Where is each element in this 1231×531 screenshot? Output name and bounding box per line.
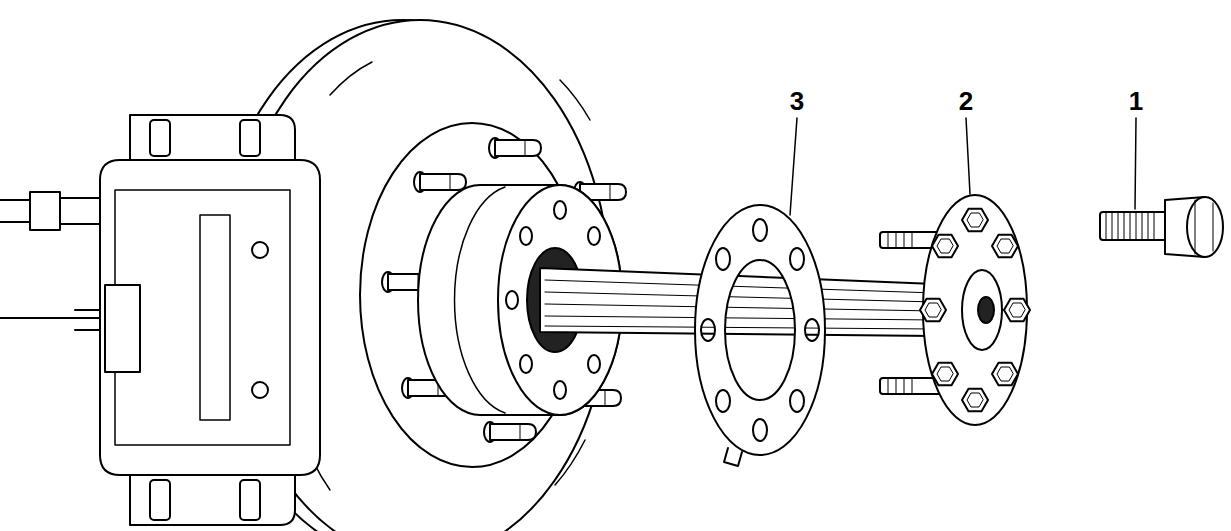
callout-number: 1 bbox=[1127, 88, 1145, 114]
wheel-hub bbox=[588, 355, 600, 373]
wheel-stud bbox=[484, 422, 536, 442]
wheel-stud bbox=[489, 138, 541, 158]
brake-rotor bbox=[560, 80, 590, 120]
brake-line bbox=[30, 192, 60, 230]
wheel-hub bbox=[506, 291, 518, 309]
wheel-hub bbox=[588, 227, 600, 245]
bolt bbox=[1100, 197, 1223, 257]
axle-flange bbox=[920, 299, 946, 322]
axle-flange bbox=[920, 195, 1030, 425]
wheel-hub bbox=[554, 201, 566, 219]
leader-line bbox=[1135, 118, 1136, 209]
axle-flange bbox=[1004, 299, 1030, 322]
axle-flange bbox=[978, 297, 994, 323]
leader-line bbox=[966, 118, 970, 194]
bolt bbox=[1187, 197, 1223, 257]
axle-flange bbox=[962, 209, 988, 232]
axle-flange bbox=[932, 235, 958, 258]
axle-flange bbox=[992, 235, 1018, 258]
axle-flange bbox=[962, 389, 988, 412]
brake-rotor bbox=[555, 440, 585, 485]
wheel-hub bbox=[520, 355, 532, 373]
brake-caliper bbox=[105, 285, 140, 372]
callout-number: 3 bbox=[788, 88, 806, 114]
brake-caliper bbox=[75, 115, 320, 525]
brake-line bbox=[0, 192, 100, 318]
brake-caliper bbox=[200, 215, 230, 420]
wheel-hub bbox=[554, 381, 566, 399]
axle-shaft bbox=[545, 280, 935, 329]
brake-caliper bbox=[252, 382, 268, 398]
brake-rotor bbox=[330, 62, 372, 95]
gasket bbox=[695, 205, 825, 466]
leader-line bbox=[790, 118, 797, 215]
wheel-stud bbox=[414, 172, 466, 192]
axle-flange bbox=[992, 363, 1018, 386]
bolt bbox=[1106, 212, 1154, 240]
brake-caliper bbox=[75, 310, 100, 330]
brake-caliper bbox=[150, 480, 170, 520]
bolt bbox=[1195, 200, 1213, 254]
gasket bbox=[724, 448, 742, 466]
axle-flange bbox=[932, 363, 958, 386]
gasket bbox=[695, 205, 825, 455]
bolt bbox=[1100, 212, 1170, 240]
brake-caliper bbox=[100, 160, 320, 475]
brake-line bbox=[60, 198, 100, 224]
wheel-hub bbox=[520, 227, 532, 245]
flange-stud bbox=[888, 232, 912, 394]
brake-line bbox=[0, 317, 100, 319]
leader-line bbox=[790, 118, 1136, 215]
brake-caliper bbox=[115, 190, 290, 445]
brake-caliper bbox=[240, 480, 260, 520]
brake-caliper bbox=[150, 120, 170, 156]
axle-flange bbox=[962, 270, 1002, 350]
brake-caliper bbox=[252, 242, 268, 258]
callout-number: 2 bbox=[957, 88, 975, 114]
brake-caliper bbox=[240, 120, 260, 156]
